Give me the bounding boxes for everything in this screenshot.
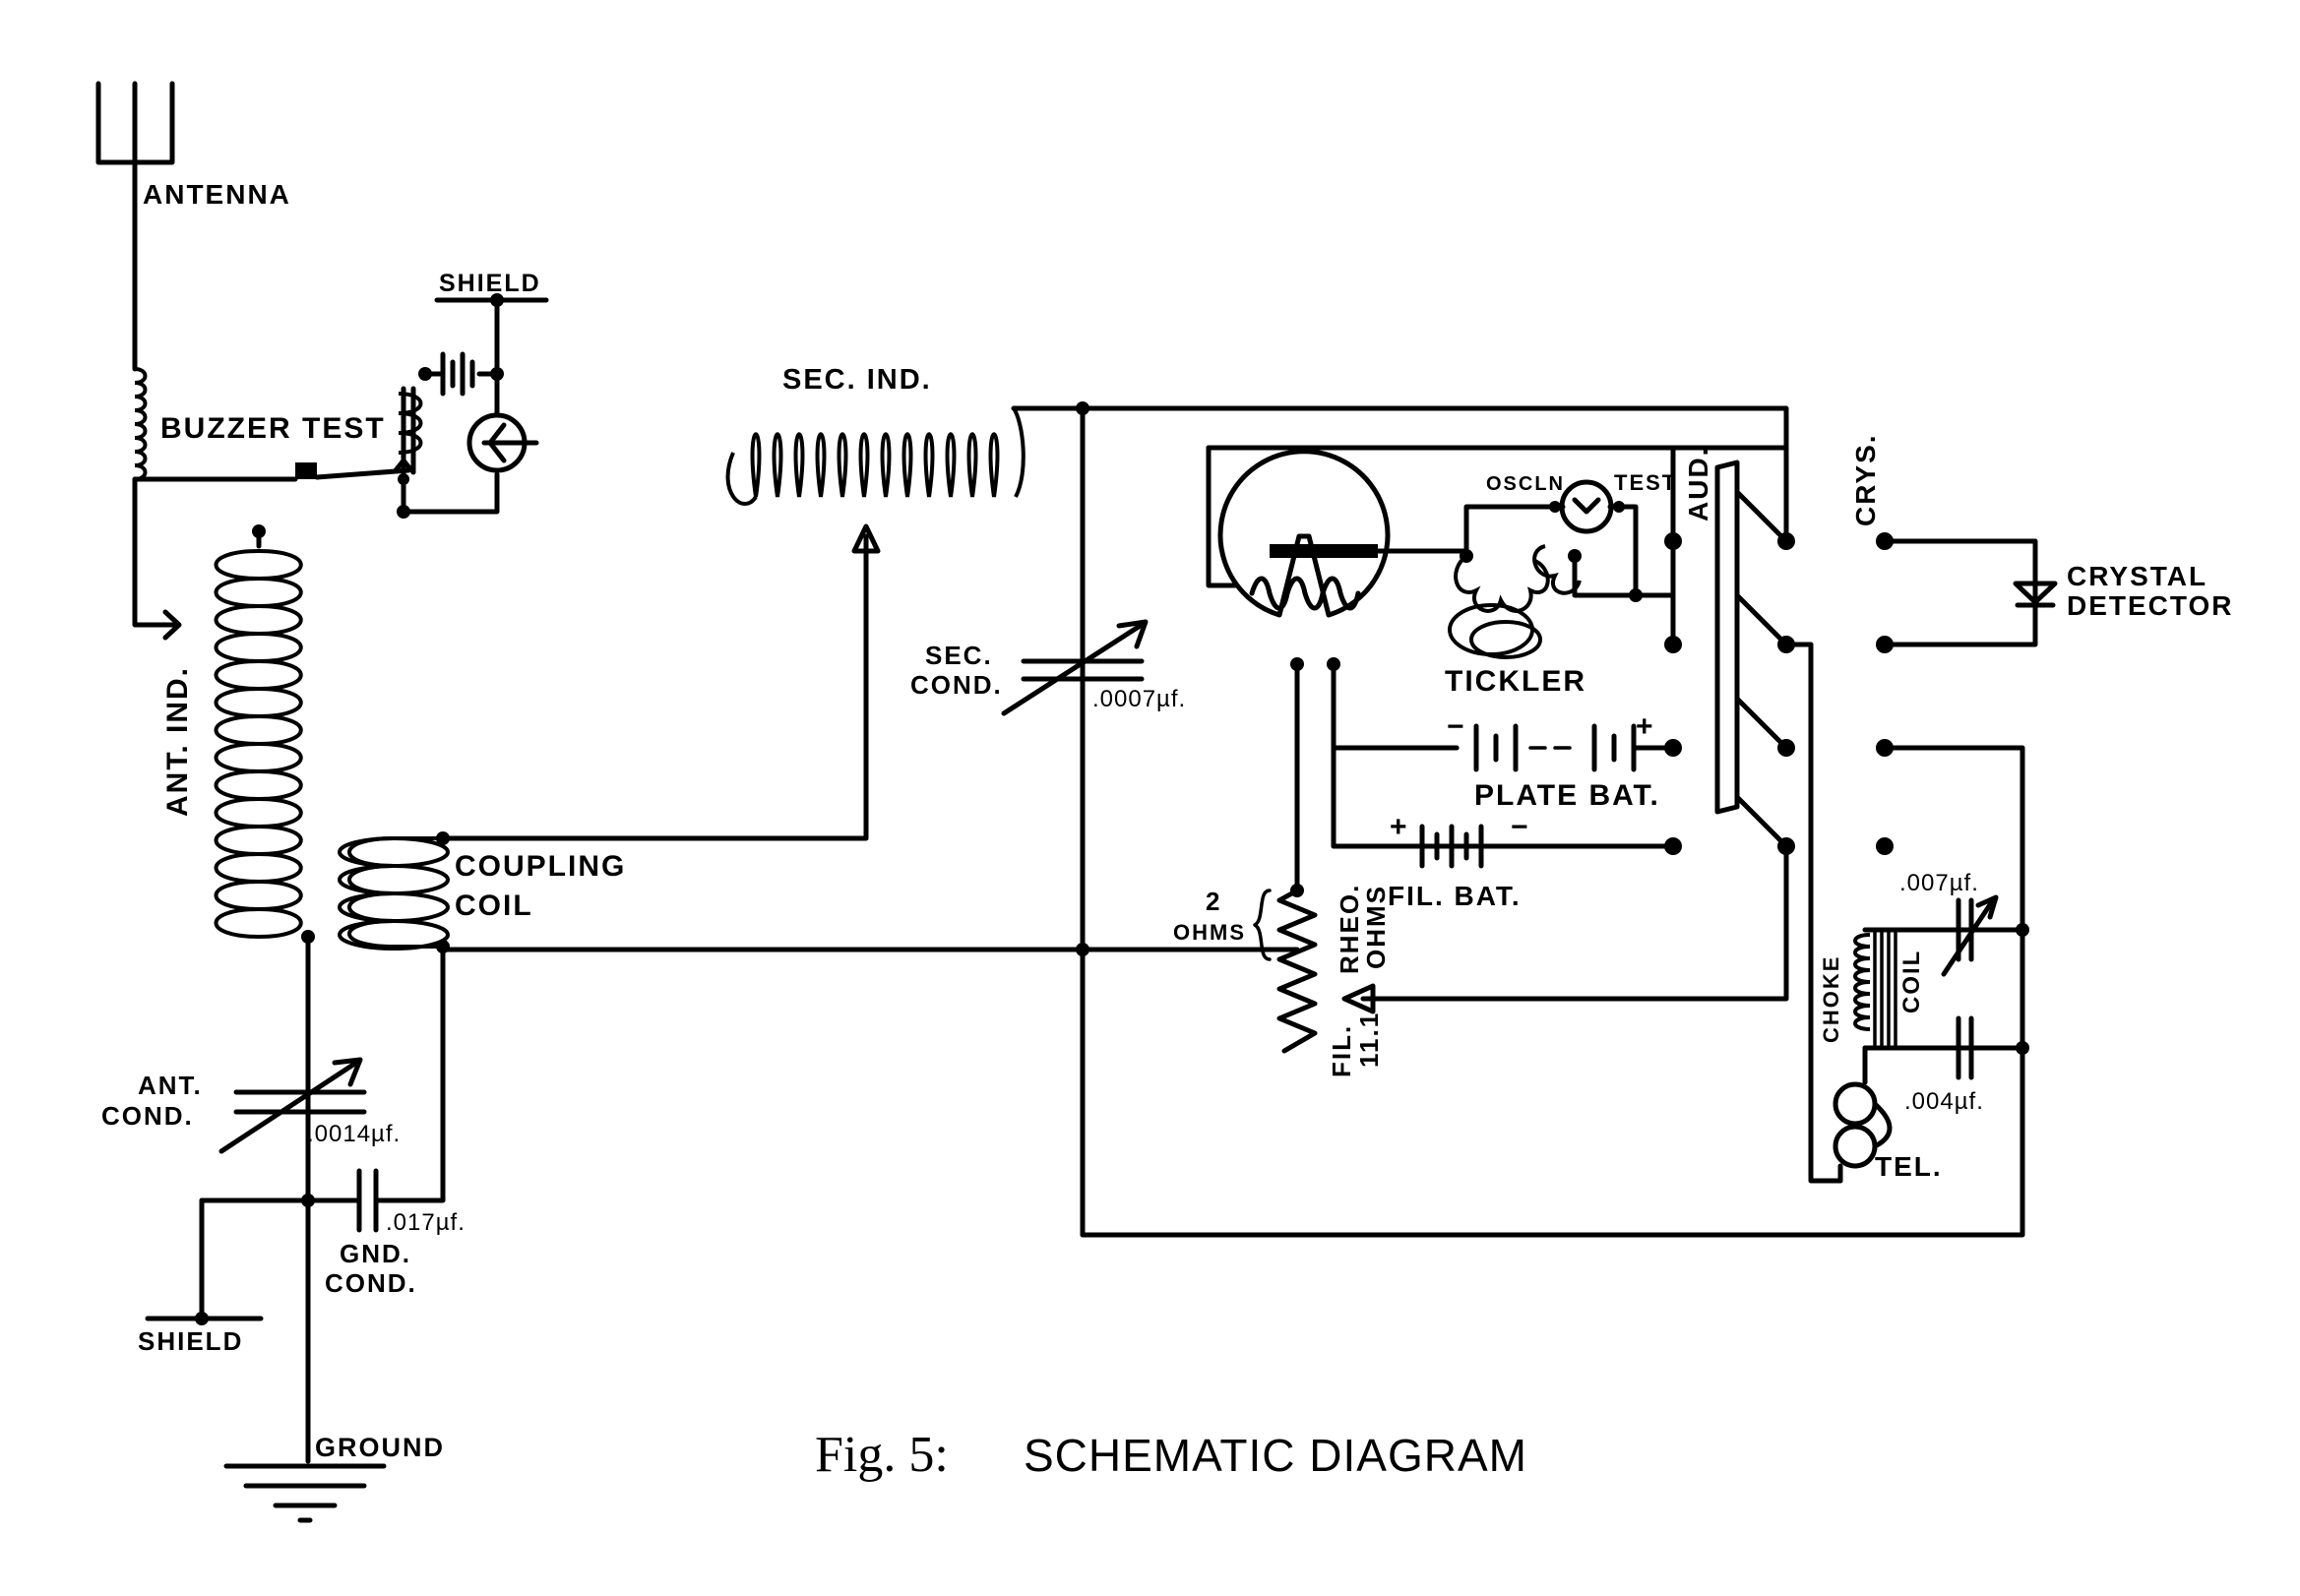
gnd-label: GND. — [340, 1239, 411, 1268]
ground-capacitor — [305, 947, 446, 1233]
aud-label: AUD. — [1683, 447, 1713, 522]
c004-label: .004µf. — [1904, 1088, 1984, 1115]
sec-ind-label: SEC. IND. — [782, 364, 932, 396]
test-label: TEST — [1614, 470, 1677, 495]
antenna-label: ANTENNA — [143, 179, 291, 210]
crystal-label: CRYSTAL — [2067, 561, 2207, 591]
choke-coil-label: COIL — [1898, 950, 1925, 1013]
figure-number: Fig. 5: — [815, 1427, 949, 1483]
plate-bat-label: PLATE BAT. — [1474, 779, 1660, 812]
tickler-coil — [1448, 504, 1676, 659]
ant-cond-label: COND. — [101, 1101, 194, 1131]
ground-label: GROUND — [315, 1433, 445, 1462]
shield-top-label: SHIELD — [439, 270, 541, 297]
gnd-cond-value: .017µf. — [386, 1209, 466, 1236]
plate-plus: + — [1636, 710, 1655, 743]
antenna-inductance-coil — [214, 524, 315, 1198]
antenna-symbol — [95, 81, 175, 372]
sec-cond-value: .0007µf. — [1092, 686, 1186, 712]
secondary-variable-capacitor — [1001, 619, 1149, 716]
fil-plus: + — [1390, 811, 1409, 843]
figure-title: SCHEMATIC DIAGRAM — [1024, 1430, 1527, 1481]
secondary-inductance-coil — [725, 405, 1086, 506]
tel-label: TEL. — [1875, 1151, 1943, 1182]
sec-label: SEC. — [925, 641, 993, 670]
detector-label: DETECTOR — [2067, 590, 2234, 621]
fil-label: FIL. — [1327, 1024, 1356, 1077]
filament-battery — [1331, 824, 1682, 869]
plate-battery — [1331, 723, 1682, 772]
shield-bottom-label: SHIELD — [138, 1326, 243, 1356]
oscillation-test-meter — [1549, 479, 1639, 598]
osciln-label: OSCLN — [1486, 473, 1565, 495]
fil-minus: − — [1511, 811, 1530, 843]
rheo-label: RHEO. — [1335, 884, 1364, 974]
sec-cond-label: COND. — [910, 670, 1003, 700]
ant-ind-label: ANT. IND. — [161, 666, 194, 817]
coupling-coil — [338, 523, 1086, 953]
crystal-detector — [1882, 538, 2058, 647]
detector-selector-switch — [1664, 445, 1894, 1184]
antenna-variable-capacitor — [218, 1057, 367, 1154]
fil-bat-label: FIL. BAT. — [1388, 881, 1522, 911]
coupling-label: COUPLING — [455, 850, 626, 883]
two-label: 2 — [1206, 887, 1221, 916]
coil-label: COIL — [455, 890, 533, 922]
rheo-ohms-label: OHMS — [1361, 885, 1391, 969]
c007-label: .007µf. — [1899, 870, 1979, 896]
tickler-label: TICKLER — [1445, 665, 1586, 698]
buzzer-pickup-coil — [132, 367, 182, 641]
gnd-cond-label: COND. — [325, 1268, 417, 1298]
ground-circuit — [145, 1193, 387, 1523]
choke-coil-and-telephones — [1833, 894, 2029, 1184]
choke-label: CHOKE — [1819, 955, 1843, 1043]
crys-label: CRYS. — [1850, 433, 1881, 526]
buzzer-circuit — [132, 293, 549, 519]
eleven-label: 11.1 — [1354, 1012, 1384, 1068]
ant-cond-value: .0014µf. — [307, 1121, 401, 1147]
buzzer-test-label: BUZZER TEST — [160, 412, 386, 445]
main-bus-wiring — [1076, 401, 2025, 1238]
filament-rheostat — [1253, 843, 1789, 1054]
ohms-label: OHMS — [1173, 920, 1246, 945]
ant-label: ANT. — [138, 1071, 203, 1100]
plate-minus: − — [1447, 710, 1466, 743]
